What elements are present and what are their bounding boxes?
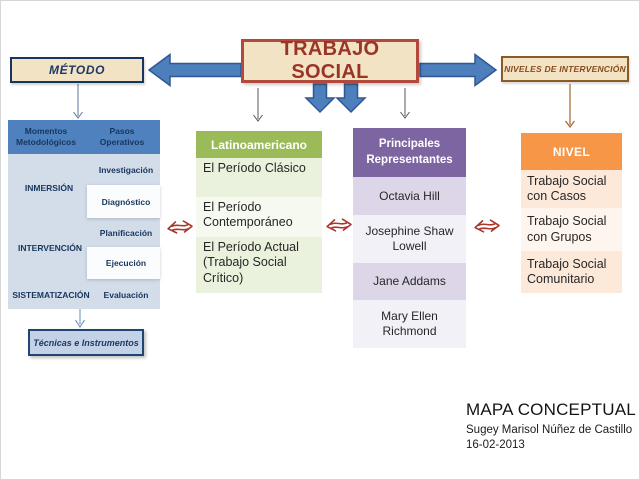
representante-mary-richmond: Mary Ellen Richmond bbox=[353, 300, 466, 348]
momento-sistematizacion: SISTEMATIZACIÓN bbox=[12, 290, 90, 300]
connector-line bbox=[74, 309, 86, 329]
momento-inmersion: INMERSIÓN bbox=[24, 183, 74, 193]
metodo-table-body: INMERSIÓN INTERVENCIÓN SISTEMATIZACIÓN I… bbox=[8, 154, 160, 309]
double-arrow-icon bbox=[473, 218, 501, 234]
metodo-box: MÉTODO bbox=[10, 57, 144, 83]
tecnicas-instrumentos-box: Técnicas e Instrumentos bbox=[28, 329, 144, 356]
paso-ejecucion: Ejecución bbox=[105, 258, 147, 268]
paso-investigacion: Investigación bbox=[98, 165, 154, 175]
cell-highlight bbox=[87, 247, 160, 279]
footer-date: 16-02-2013 bbox=[466, 438, 525, 451]
paso-diagnostico: Diagnóstico bbox=[101, 197, 151, 207]
cell-highlight bbox=[87, 185, 160, 218]
double-arrow-icon bbox=[166, 219, 194, 235]
metodo-label: MÉTODO bbox=[48, 63, 106, 77]
tecnicas-instrumentos-label: Técnicas e Instrumentos bbox=[33, 337, 139, 348]
nivel-header: NIVEL bbox=[521, 133, 622, 170]
representantes-column: Principales Representantes Octavia Hill … bbox=[353, 128, 466, 348]
connector-line bbox=[400, 88, 410, 119]
header-momentos-metodologicos: Momentos Metodológicos bbox=[16, 126, 76, 147]
periodo-clasico-item: El Período Clásico bbox=[196, 158, 322, 197]
nivel-grupos-item: Trabajo Social con Grupos bbox=[521, 208, 622, 251]
connector-line bbox=[253, 88, 263, 122]
representante-jane-addams: Jane Addams bbox=[353, 263, 466, 300]
representante-octavia-hill: Octavia Hill bbox=[353, 177, 466, 215]
momento-intervencion: INTERVENCIÓN bbox=[17, 243, 83, 253]
arrow-right-icon bbox=[419, 53, 498, 87]
trabajo-social-label: TRABAJO SOCIAL bbox=[280, 38, 380, 83]
latinoamericano-header: Latinoamericano bbox=[196, 131, 322, 158]
nivel-casos-item: Trabajo Social con Casos bbox=[521, 170, 622, 208]
metodo-table-header: Momentos Metodológicos Pasos Operativos bbox=[8, 120, 160, 154]
footer-credit: MAPA CONCEPTUAL Sugey Marisol Núñez de C… bbox=[466, 400, 636, 453]
periodo-contemporaneo-item: El Período Contemporáneo bbox=[196, 197, 322, 237]
double-arrow-icon bbox=[325, 217, 353, 233]
arrow-down-icon bbox=[335, 83, 367, 114]
header-pasos-operativos: Pasos Operativos bbox=[99, 126, 145, 147]
nivel-comunitario-item: Trabajo Social Comunitario bbox=[521, 251, 622, 293]
metodo-table: Momentos Metodológicos Pasos Operativos … bbox=[8, 120, 160, 309]
connector-line bbox=[73, 84, 83, 119]
paso-evaluacion: Evaluación bbox=[103, 290, 149, 300]
nivel-column: NIVEL Trabajo Social con Casos Trabajo S… bbox=[521, 133, 622, 293]
representantes-header: Principales Representantes bbox=[353, 128, 466, 177]
periodo-actual-item: El Período Actual (Trabajo Social Crític… bbox=[196, 237, 322, 293]
trabajo-social-box: TRABAJO SOCIAL bbox=[241, 38, 419, 83]
paso-planificacion: Planificación bbox=[99, 228, 153, 238]
footer-author: Sugey Marisol Núñez de Castillo bbox=[466, 424, 633, 436]
connector-line bbox=[565, 84, 575, 128]
niveles-intervencion-box: NIVELES DE INTERVENCIÓN bbox=[501, 56, 629, 82]
niveles-intervencion-label: NIVELES DE INTERVENCIÓN bbox=[504, 64, 626, 74]
arrow-left-icon bbox=[147, 53, 242, 87]
arrow-down-icon bbox=[304, 83, 336, 114]
representante-josephine-shaw: Josephine Shaw Lowell bbox=[353, 215, 466, 263]
latinoamericano-column: Latinoamericano El Período Clásico El Pe… bbox=[196, 131, 322, 293]
footer-title: MAPA CONCEPTUAL bbox=[466, 400, 636, 419]
